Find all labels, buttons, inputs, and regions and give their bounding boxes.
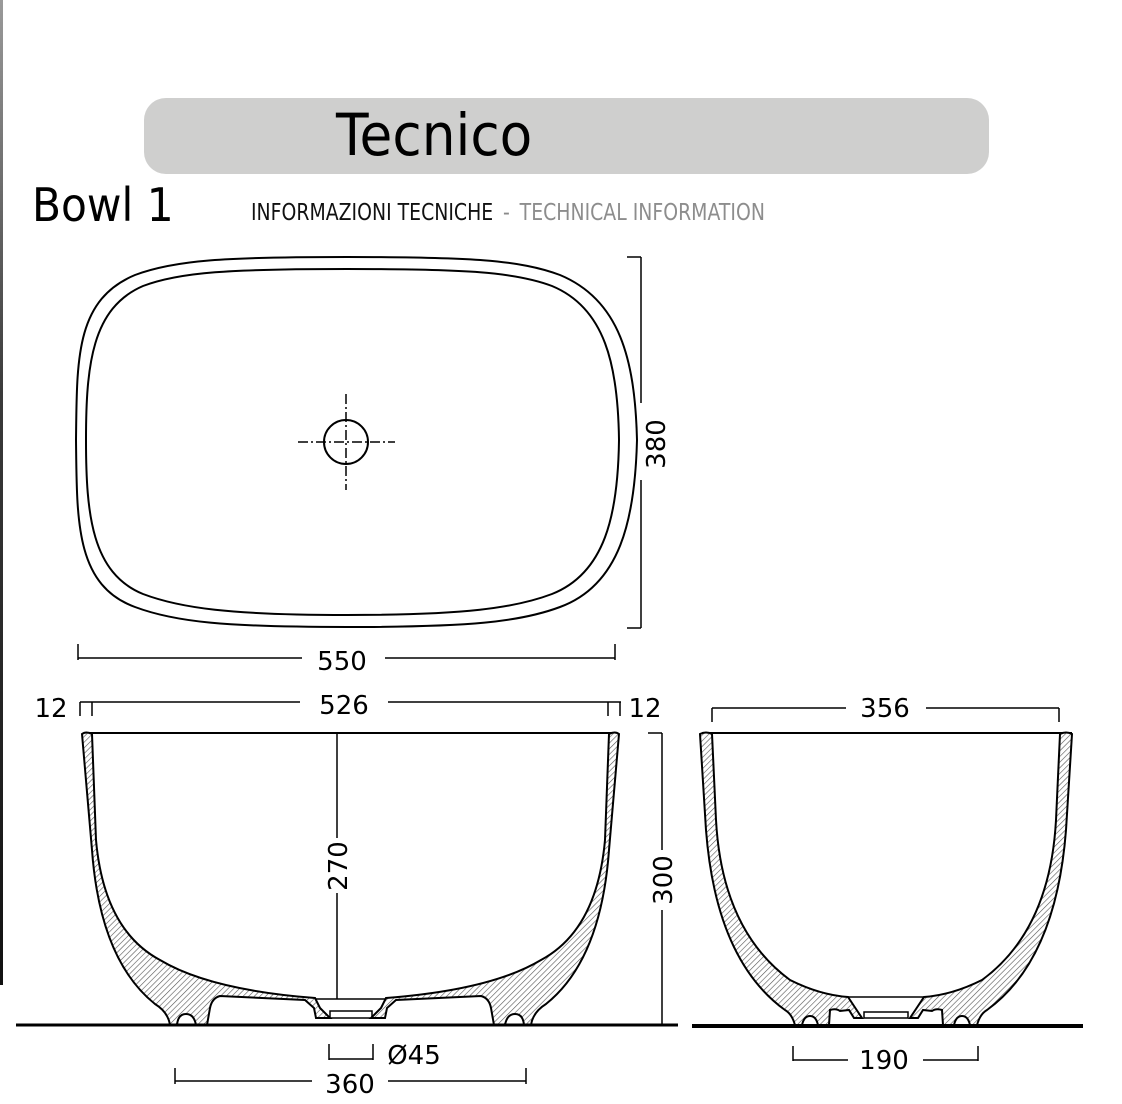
header-bar: Tecnico	[144, 98, 989, 174]
rim-right-dimension-label: 12	[628, 694, 661, 724]
front-left-wall	[80, 731, 333, 1026]
side-section	[692, 731, 1083, 1028]
height-dimension-label: 300	[649, 855, 679, 905]
subtitle-english: TECHNICAL INFORMATION	[519, 200, 765, 226]
depth-dimension-label: 380	[642, 419, 672, 469]
subtitle-italian: INFORMAZIONI TECNICHE	[251, 200, 494, 226]
inner-width-dimension-label: 526	[319, 691, 369, 721]
side-right-wall	[908, 731, 1074, 1026]
width-dimension-label: 550	[317, 647, 367, 677]
top-view-dimensions	[77, 256, 642, 660]
section-subtitle: INFORMAZIONI TECNICHE-TECHNICAL INFORMAT…	[251, 198, 765, 228]
inner-depth-dimension-label: 270	[324, 841, 354, 891]
side-section-dimensions	[711, 707, 1060, 1061]
side-base-width-label: 190	[859, 1046, 909, 1076]
left-border-rule	[0, 0, 3, 985]
front-section-dimensions	[79, 701, 663, 1084]
top-view-outer-rim	[74, 255, 639, 629]
top-view	[74, 255, 639, 629]
top-view-inner-rim	[84, 267, 621, 617]
front-section	[16, 731, 678, 1027]
drain-diameter-label: Ø45	[387, 1041, 441, 1071]
front-right-wall	[368, 731, 621, 1026]
product-name: Bowl 1	[32, 178, 174, 232]
page-title: Tecnico	[336, 101, 533, 169]
rim-left-dimension-label: 12	[34, 694, 67, 724]
side-inner-width-label: 356	[860, 694, 910, 724]
subtitle-separator: -	[503, 200, 510, 226]
base-width-dimension-label: 360	[325, 1070, 375, 1100]
side-left-wall	[698, 731, 864, 1026]
